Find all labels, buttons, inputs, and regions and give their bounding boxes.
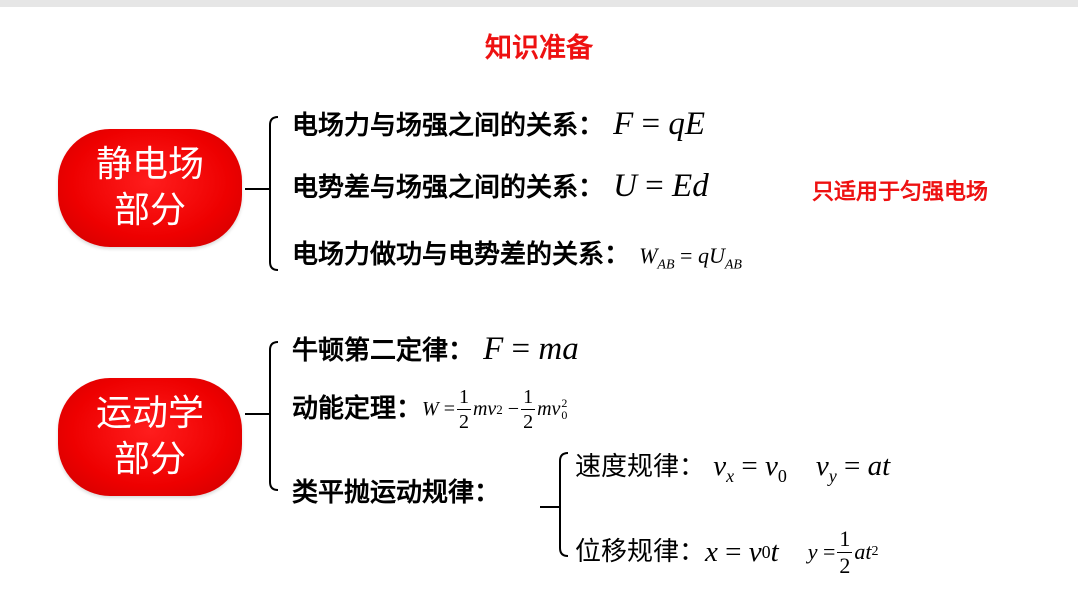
relation-label: 电场力做功与电势差的关系： xyxy=(292,240,631,270)
formula-f-qe: F = qE xyxy=(613,106,706,142)
relation-row: 电场力与场强之间的关系： F = qE xyxy=(292,108,705,141)
formula-u-ed: U = Ed xyxy=(613,168,709,204)
bracket-1 xyxy=(269,116,279,271)
relation-row: 电势差与场强之间的关系： U = Ed xyxy=(292,170,709,203)
relation-label: 类平抛运动规律： xyxy=(292,478,501,508)
formula-velocity-rule: vx = v0 vy = at xyxy=(713,450,891,486)
section-label-line2: 部分 xyxy=(113,190,186,231)
top-bar xyxy=(0,0,1078,7)
sub-relation-row: 速度规律： vx = v0 vy = at xyxy=(575,452,890,485)
section-kinematics-label: 运动学 部分 xyxy=(58,378,242,496)
section-label-line1: 运动学 xyxy=(95,393,204,434)
relation-row: 牛顿第二定律： F = ma xyxy=(292,333,579,366)
relation-label: 电势差与场强之间的关系： xyxy=(292,173,605,203)
page-title: 知识准备 xyxy=(485,33,593,64)
relation-row: 电场力做功与电势差的关系： WAB = qUAB xyxy=(292,242,742,272)
formula-f-ma: F = ma xyxy=(483,331,579,367)
sub-relation-label: 位移规律： xyxy=(575,537,706,567)
relation-label: 牛顿第二定律： xyxy=(292,336,475,366)
sub-relation-label: 速度规律： xyxy=(575,452,706,482)
section-label-line2: 部分 xyxy=(113,439,186,480)
applicability-note: 只适用于匀强电场 xyxy=(812,180,989,205)
bracket-2 xyxy=(269,341,279,491)
bracket-3 xyxy=(559,452,569,557)
section-electrostatics-label: 静电场 部分 xyxy=(58,129,242,247)
relation-label: 动能定理： xyxy=(292,394,423,424)
formula-work-voltage: WAB = qUAB xyxy=(639,243,742,273)
relation-label: 电场力与场强之间的关系： xyxy=(292,111,605,141)
relation-row: 类平抛运动规律： xyxy=(292,480,500,506)
section-label-line1: 静电场 xyxy=(95,144,204,185)
